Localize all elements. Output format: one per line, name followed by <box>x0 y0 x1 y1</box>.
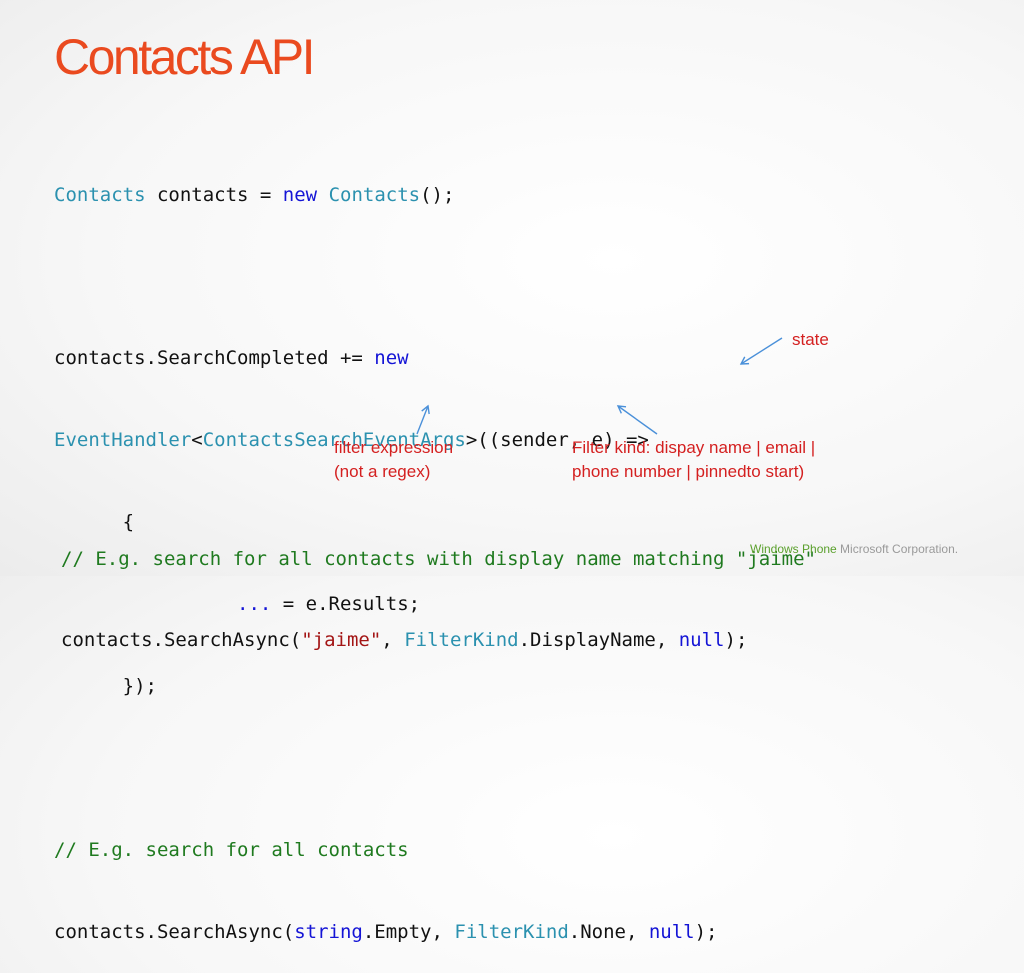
comment-token: // E.g. search for all contacts with dis… <box>61 547 816 570</box>
footer: Windows Phone Microsoft Corporation. <box>750 542 958 556</box>
code-token: , <box>381 629 405 652</box>
annotation-line: phone number | pinnedto start) <box>572 462 805 481</box>
code-line-open-brace: { <box>54 509 718 536</box>
code-token <box>317 184 328 206</box>
code-token: contacts.SearchAsync( <box>61 629 302 652</box>
keyword-token: new <box>374 347 409 370</box>
keyword-token: string <box>294 920 363 943</box>
type-token: EventHandler <box>54 429 192 452</box>
code-token: { <box>54 511 135 534</box>
annotation-line: (not a regex) <box>334 462 431 481</box>
code-token: contacts = <box>145 183 283 206</box>
code-line-search-jaime: contacts.SearchAsync("jaime", FilterKind… <box>61 627 816 654</box>
code-token: .None, <box>568 920 649 943</box>
type-token: Contacts <box>54 183 146 206</box>
code-line-comment: // E.g. search for all contacts with dis… <box>61 546 816 573</box>
annotation-filter-kind: Filter kind: dispay name | email | phone… <box>572 436 815 484</box>
annotation-line: Filter kind: dispay name | email | <box>572 438 816 457</box>
type-token: ContactsSearchEventArgs <box>202 429 466 452</box>
keyword-token: new <box>282 183 318 206</box>
type-token: Contacts <box>328 183 421 206</box>
code-token: .DisplayName, <box>518 629 679 652</box>
code-token: ); <box>694 920 718 943</box>
keyword-token: null <box>678 629 725 652</box>
code-line-blank <box>54 755 718 782</box>
annotation-filter-expression: filter expression (not a regex) <box>334 436 453 484</box>
code-line-declaration: Contacts contacts = new Contacts(); <box>54 182 718 209</box>
code-token: contacts.SearchCompleted += <box>54 347 375 370</box>
code-token: (); <box>420 183 455 206</box>
annotation-state: state <box>792 330 829 349</box>
slide-title: Contacts API <box>54 29 316 85</box>
arrow-to-null <box>739 337 783 365</box>
code-line-search-all: contacts.SearchAsync(string.Empty, Filte… <box>54 919 718 946</box>
type-token: FilterKind <box>454 920 569 943</box>
annotation-line: filter expression <box>334 438 454 457</box>
code-token: >((sender, e) => <box>465 429 649 452</box>
code-line-blank <box>54 263 718 290</box>
keyword-token: null <box>648 920 695 943</box>
code-token: < <box>191 429 203 452</box>
code-line-comment: // E.g. search for all contacts <box>54 837 718 864</box>
string-token: "jaime" <box>301 629 382 652</box>
code-token: contacts.SearchAsync( <box>54 920 295 943</box>
code-token: ); <box>724 629 748 652</box>
code-line-handler-type: EventHandler<ContactsSearchEventArgs>((s… <box>54 427 718 454</box>
code-line-subscribe: contacts.SearchCompleted += new <box>54 345 718 372</box>
footer-brand: Windows Phone <box>750 542 837 556</box>
code-token: .Empty, <box>362 920 455 943</box>
code-block-display-name-search: // E.g. search for all contacts with dis… <box>61 491 816 682</box>
footer-company: Microsoft Corporation. <box>836 542 959 556</box>
type-token: FilterKind <box>404 629 519 652</box>
comment-token: // E.g. search for all contacts <box>54 838 409 861</box>
